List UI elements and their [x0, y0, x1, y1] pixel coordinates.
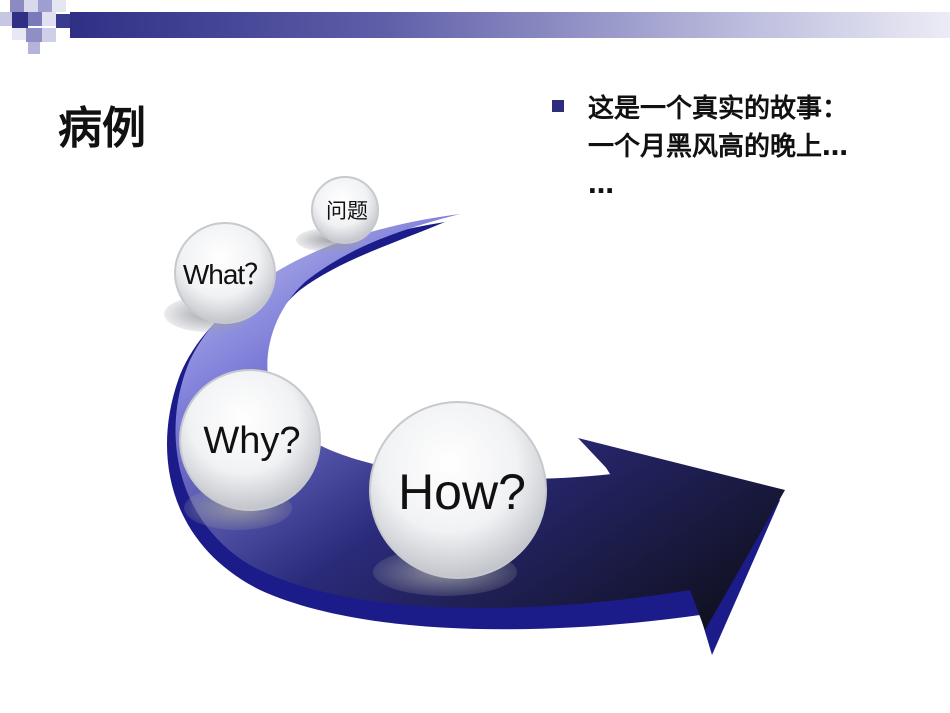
- header-square: [42, 28, 56, 42]
- bubble-label-what: What？: [183, 259, 271, 290]
- bubble-why: Why?: [179, 369, 321, 511]
- bubble-how: How?: [369, 401, 547, 579]
- header-square: [42, 12, 56, 26]
- bullet-item: 这是一个真实的故事： 一个月黑风高的晚上… …: [552, 90, 932, 204]
- bullet-text-line3: …: [588, 170, 614, 200]
- header-square: [12, 28, 26, 40]
- arrow-face: [175, 214, 786, 630]
- header-square: [56, 14, 70, 28]
- header-square: [28, 42, 40, 54]
- header-square: [10, 0, 24, 12]
- header-band: [70, 12, 950, 38]
- header-square: [12, 12, 28, 28]
- header-square: [0, 12, 12, 26]
- bullet-text-line2: 一个月黑风高的晚上…: [588, 132, 849, 162]
- bullet-square-icon: [552, 100, 564, 112]
- bullet-text-line1: 这是一个真实的故事：: [588, 94, 849, 124]
- header-square: [24, 0, 38, 12]
- slide-title: 病例: [58, 103, 146, 154]
- header-square: [38, 0, 52, 12]
- header-square: [26, 28, 42, 42]
- header-square: [28, 12, 42, 26]
- bubble-label-how: How?: [398, 464, 526, 520]
- bubble-label-wenti: 问题: [326, 199, 368, 223]
- header-square: [52, 0, 66, 12]
- bubble-what: What？: [174, 222, 276, 324]
- bubble-label-why: Why?: [203, 420, 300, 462]
- bubble-wenti: 问题: [311, 176, 379, 244]
